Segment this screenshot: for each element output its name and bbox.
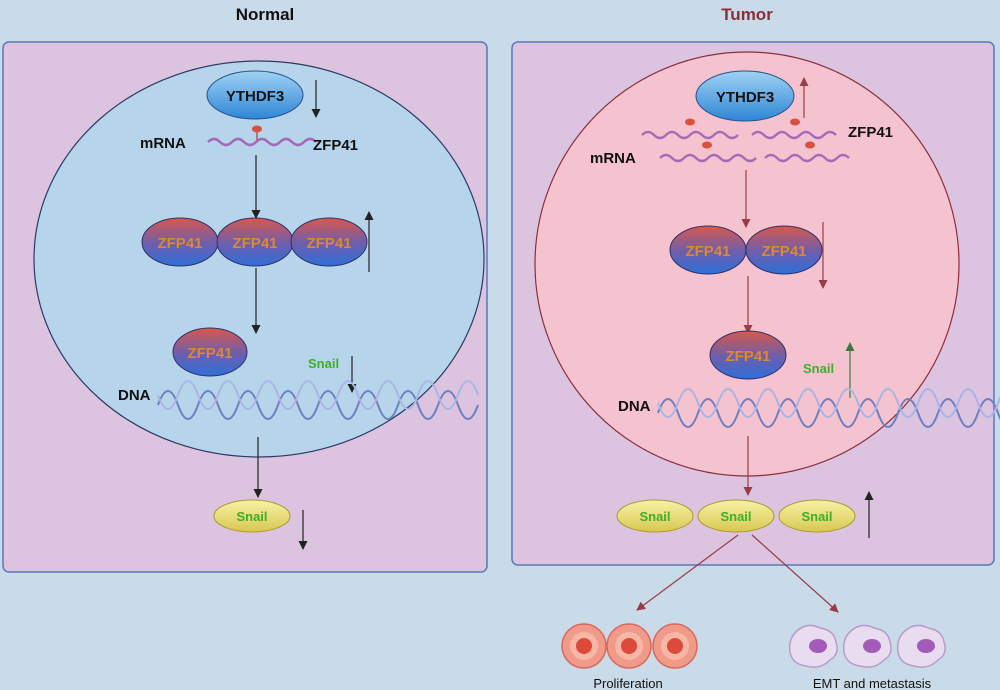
proliferation-arrow <box>636 534 739 611</box>
tumor-snail-protein-label: Snail <box>639 509 670 524</box>
normal-zfp41-protein <box>290 217 368 267</box>
tumor-bound-zfp41-label: ZFP41 <box>725 348 770 365</box>
normal-m6a-mark <box>252 125 262 133</box>
tumor-zfp41-protein <box>745 225 823 275</box>
tumor-mrna-strands <box>641 130 850 163</box>
normal-bound-zfp41-label: ZFP41 <box>187 345 232 362</box>
proliferating-cell <box>652 623 698 669</box>
tumor-zfp41-protein-label: ZFP41 <box>761 243 806 260</box>
normal-ythdf3-label: YTHDF3 <box>226 88 284 105</box>
proliferating-cells <box>561 623 698 669</box>
normal-zfp41-protein-label: ZFP41 <box>306 235 351 252</box>
normal-mrna-strand <box>207 137 317 147</box>
metastatic-cell <box>788 624 838 668</box>
normal-mrna-label: mRNA <box>140 135 186 152</box>
tumor-panel: YTHDF3 ZFP41 mRNA ZFP41 ZFP41 ZFP41 <box>511 41 1000 566</box>
normal-zfp41-protein-label: ZFP41 <box>232 235 277 252</box>
tumor-zfp41-gene-label: ZFP41 <box>848 124 893 141</box>
normal-header: Normal <box>236 5 295 24</box>
tumor-zfp41-protein-label: ZFP41 <box>685 243 730 260</box>
metastatic-cells <box>788 624 946 668</box>
normal-panel: YTHDF3 mRNA ZFP41 ZFP41 ZFP41 ZFP41 ZFP4… <box>2 41 488 573</box>
tumor-bound-zfp41 <box>709 330 787 380</box>
normal-zfp41-gene-label: ZFP41 <box>313 137 358 154</box>
tumor-cell <box>534 51 960 477</box>
normal-zfp41-protein-label: ZFP41 <box>157 235 202 252</box>
metastatic-cell <box>842 624 892 668</box>
normal-snail-gene-label: Snail <box>308 356 339 371</box>
tumor-ythdf3-protein <box>695 70 795 122</box>
tumor-dna-label: DNA <box>618 398 651 415</box>
tumor-mrna-label: mRNA <box>590 150 636 167</box>
proliferating-cell <box>606 623 652 669</box>
normal-snail-protein-label: Snail <box>236 509 267 524</box>
normal-dna-helix <box>157 380 479 420</box>
emt-arrow <box>751 534 839 613</box>
normal-ythdf3-protein <box>206 70 304 120</box>
emt-label: EMT and metastasis <box>813 676 932 690</box>
tumor-dna-helix <box>657 388 1000 428</box>
tumor-ythdf3-label: YTHDF3 <box>716 89 774 106</box>
proliferating-cell <box>561 623 607 669</box>
tumor-snail-protein <box>778 499 856 533</box>
tumor-snail-gene-label: Snail <box>803 361 834 376</box>
proliferation-label: Proliferation <box>593 676 662 690</box>
normal-snail-protein <box>213 499 291 533</box>
tumor-snail-protein <box>697 499 775 533</box>
tumor-snail-protein-label: Snail <box>801 509 832 524</box>
tumor-header: Tumor <box>721 5 773 24</box>
normal-dna-label: DNA <box>118 387 151 404</box>
tumor-snail-protein-label: Snail <box>720 509 751 524</box>
tumor-m6a-marks <box>685 118 815 149</box>
metastatic-cell <box>896 624 946 668</box>
tumor-snail-protein <box>616 499 694 533</box>
normal-bound-zfp41 <box>172 327 248 377</box>
